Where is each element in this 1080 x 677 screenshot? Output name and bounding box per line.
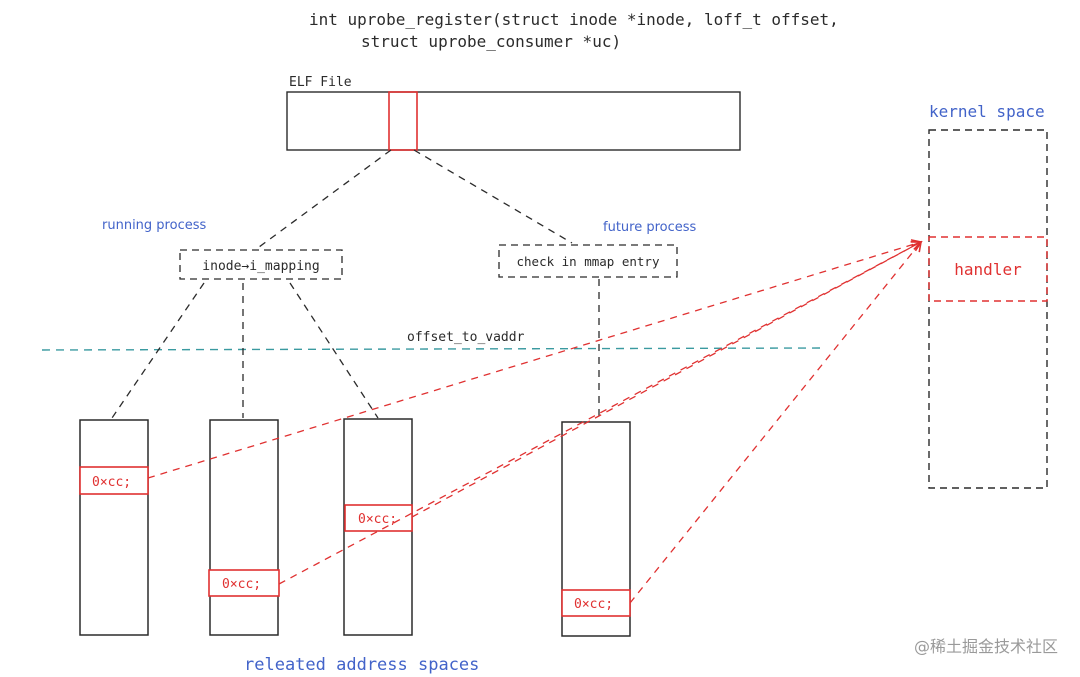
trap-arrow-2 xyxy=(278,241,923,585)
breakpoint-label-1: 0×cc; xyxy=(92,475,131,490)
address-space-1 xyxy=(79,419,149,636)
elf-to-inode-line xyxy=(254,149,392,251)
kernel-space-label: kernel space xyxy=(929,102,1045,121)
watermark: @稀土掘金技术社区 xyxy=(914,637,1058,656)
offset-to-vaddr-divider xyxy=(41,347,821,351)
signature-line-1: int uprobe_register(struct inode *inode,… xyxy=(309,10,839,29)
breakpoint-label-3: 0×cc; xyxy=(358,512,397,527)
breakpoint-slot-3 xyxy=(344,504,413,532)
handler-box xyxy=(928,236,1048,302)
mmap-check-label: check in mmap entry xyxy=(517,254,660,269)
breakpoint-label-4: 0×cc; xyxy=(574,597,613,612)
trap-arrow-3 xyxy=(411,241,923,518)
kernel-space-box xyxy=(928,129,1048,489)
signature-line-2: struct uprobe_consumer *uc) xyxy=(361,32,621,51)
handler-label: handler xyxy=(954,260,1022,279)
future-process-label: future process xyxy=(603,220,697,235)
breakpoint-slot-1 xyxy=(79,466,149,495)
inode-to-space-3-line xyxy=(289,282,379,419)
mmap-check-box xyxy=(498,244,678,278)
breakpoint-label-2: 0×cc; xyxy=(222,577,261,592)
trap-arrow-1 xyxy=(147,239,923,479)
elf-file-box xyxy=(286,91,741,151)
running-process-label: running process xyxy=(102,218,206,233)
offset-to-vaddr-label: offset_to_vaddr xyxy=(407,330,525,345)
address-space-2 xyxy=(209,419,279,636)
elf-file-label: ELF File xyxy=(289,75,352,90)
address-spaces-caption: releated address spaces xyxy=(244,655,479,675)
elf-probe-offset-marker xyxy=(388,91,418,151)
breakpoint-slot-2 xyxy=(208,569,280,597)
address-space-4 xyxy=(561,421,631,637)
elf-to-mmap-line xyxy=(413,149,573,244)
trap-arrow-4 xyxy=(629,240,923,604)
inode-mapping-label: inode→i_mapping xyxy=(202,259,319,274)
inode-to-space-1-line xyxy=(111,282,205,419)
